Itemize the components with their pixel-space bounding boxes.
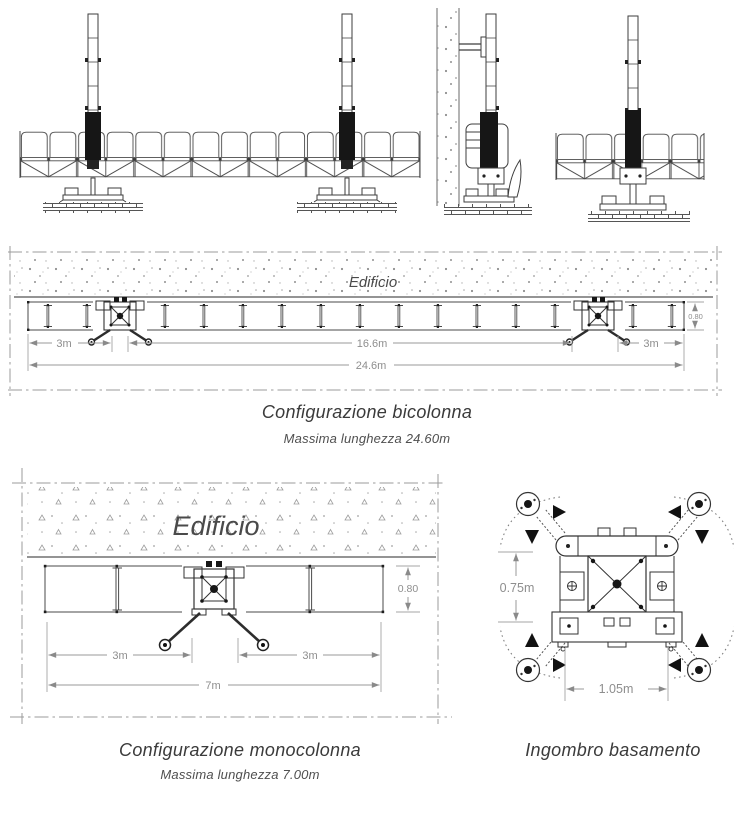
dim-depth-mono: 0.80	[396, 565, 420, 613]
panel-border	[8, 246, 722, 396]
dim-base-height-label: 0.75m	[500, 581, 535, 595]
ground-hatch-side	[444, 204, 532, 215]
dim-center-label: 16.6m	[357, 338, 388, 350]
bicolonna-elevation-view	[19, 13, 421, 213]
rotation-arrows	[525, 505, 709, 672]
building-label-monocolonna: Edificio	[172, 511, 259, 541]
building-label-bicolonna: Edificio	[349, 274, 397, 291]
hoist-unit-left	[85, 112, 101, 160]
building-hatch	[14, 255, 713, 296]
subcaption-bicolonna: Massima lunghezza 24.60m	[283, 431, 451, 446]
platform-deck	[20, 131, 420, 178]
dim-left-label: 3m	[56, 338, 71, 350]
wall-tie	[459, 43, 483, 51]
dim-depth-label: 0.80	[688, 312, 703, 321]
dim-right-label-mono: 3m	[302, 650, 317, 662]
dim-left-label-mono: 3m	[112, 650, 127, 662]
platform-corner-dots	[43, 564, 385, 614]
dim-row-mono: 3m 3m 7m	[46, 622, 382, 692]
dim-base-height: 0.75m	[498, 551, 535, 623]
swivel-foot-ul	[515, 491, 541, 517]
wall-hatch	[437, 8, 459, 206]
swivel-foot-ll	[515, 657, 541, 683]
swivel-foot-ur	[686, 491, 712, 517]
swing-arcs	[499, 496, 734, 679]
bicolonna-plan-view: Edificio 0.80 3m 16.6m 3m 24	[8, 246, 722, 396]
swivel-foot-lr	[686, 657, 712, 683]
building-hatch-mono	[27, 487, 436, 557]
mast-base-plan-mono	[158, 559, 270, 652]
base-right	[313, 177, 381, 203]
caption-base-plan: Ingombro basamento	[525, 740, 701, 760]
dim-depth-label-mono: 0.80	[398, 583, 419, 595]
mast-base-plan-right	[565, 295, 631, 347]
dim-total-label: 24.6m	[356, 360, 387, 372]
hoist-unit-side	[480, 112, 498, 168]
dim-base-width-label: 1.05m	[599, 682, 634, 696]
subcaption-monocolonna: Massima lunghezza 7.00m	[160, 767, 320, 782]
monocolonna-plan-view: Edificio 0.80 3m 3m	[10, 468, 452, 724]
wall-side-elevation-view	[436, 8, 532, 215]
caption-monocolonna: Configurazione monocolonna	[119, 740, 361, 760]
base-footprint-view: 0.75m 1.05m	[498, 491, 734, 701]
hoist-unit-right	[339, 112, 355, 160]
dim-right-label: 3m	[643, 338, 658, 350]
dim-base-width: 1.05m	[564, 648, 669, 701]
ground-hatch-right	[297, 202, 397, 213]
stabilizer-fin	[507, 158, 522, 198]
dim-row-bicolonna: 3m 16.6m 3m 24.6m	[27, 334, 685, 372]
ground-hatch-left	[43, 202, 143, 213]
panel-border-mono	[10, 468, 452, 724]
base-unit	[551, 527, 683, 652]
ground-hatch-mono	[588, 211, 690, 222]
caption-bicolonna: Configurazione bicolonna	[261, 402, 473, 422]
monocolonna-elevation-view	[555, 15, 705, 222]
hoist-unit-mono	[625, 110, 641, 168]
dim-depth-bicolonna: 0.80	[687, 301, 704, 331]
mast-base-plan-left	[87, 295, 153, 347]
base-left	[59, 177, 127, 203]
dim-total-label-mono: 7m	[205, 680, 220, 692]
